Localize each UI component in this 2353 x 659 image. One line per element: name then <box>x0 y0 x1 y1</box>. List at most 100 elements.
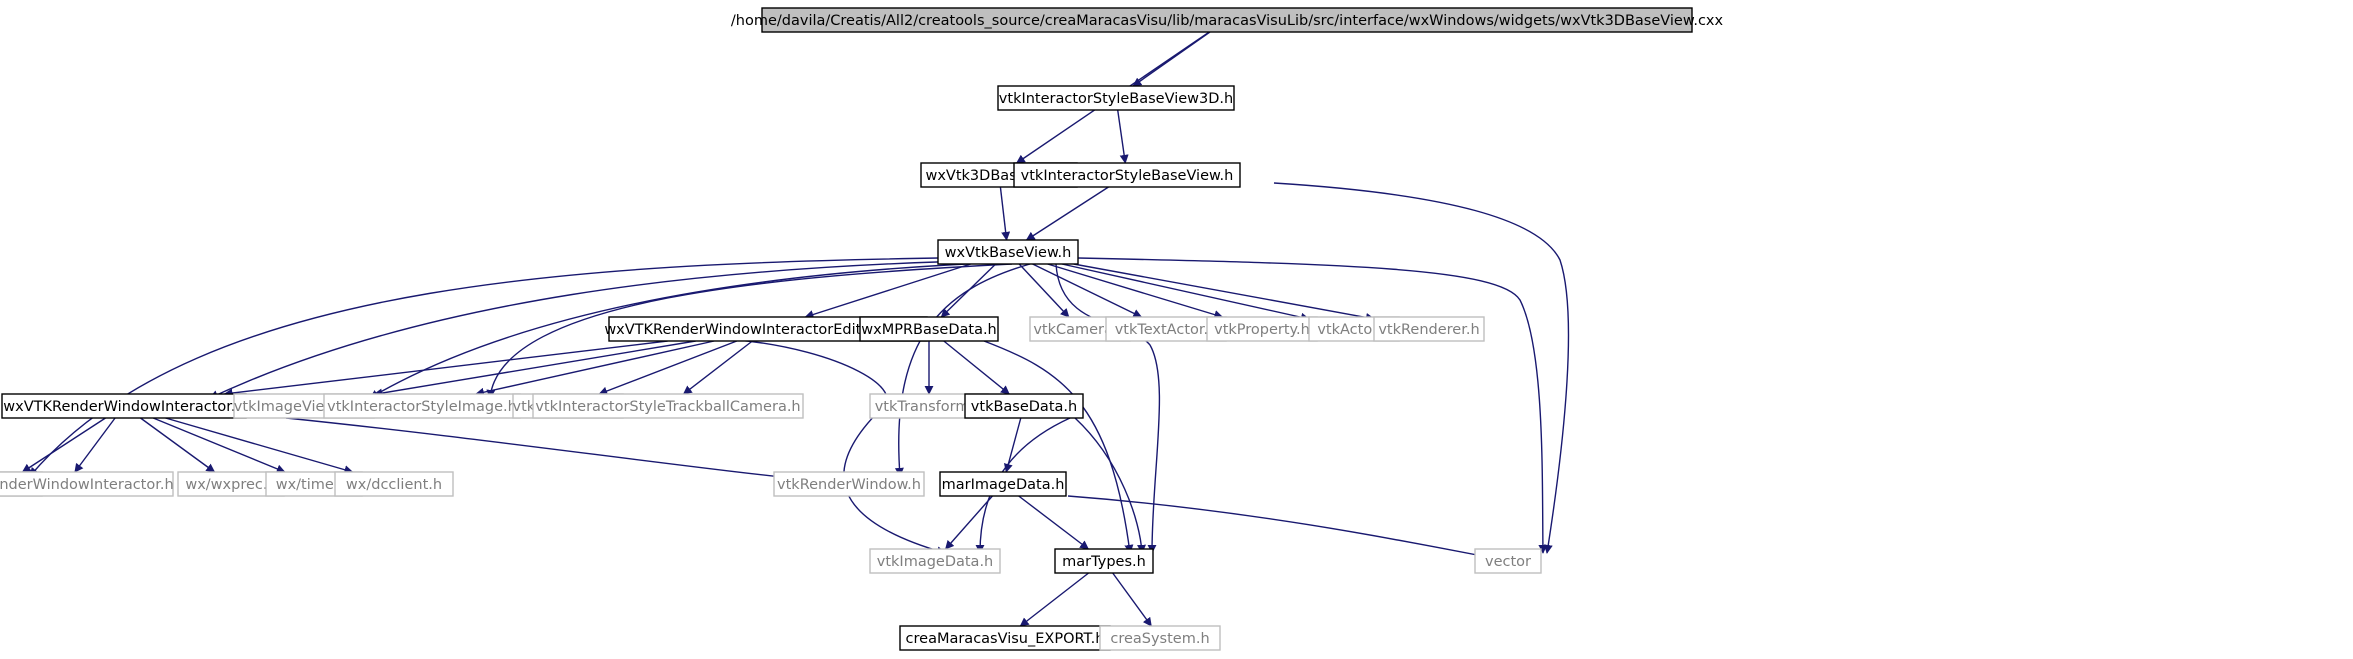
node-styleBase[interactable]: vtkInteractorStyleBaseView.h <box>1013 162 1241 188</box>
node-label: wx/wxprec.h <box>185 477 276 493</box>
edge-rwi-to-wxh <box>21 417 106 473</box>
node-label: vtkInteractorStyleBaseView.h <box>1021 168 1234 184</box>
node-box <box>869 548 1001 574</box>
node-box <box>997 85 1235 111</box>
node-label: vector <box>1485 554 1531 570</box>
edge-editContour-to-vtkCommand <box>598 340 738 396</box>
node-wxVtkBaseView[interactable]: wxVtkBaseView.h <box>937 239 1079 265</box>
node-label: vtkRenderer.h <box>1378 322 1479 338</box>
node-label: vtkCamera.h <box>1033 322 1126 338</box>
node-export[interactable]: creaMaracasVisu_EXPORT.h <box>899 625 1111 651</box>
node-box <box>939 471 1067 497</box>
node-box <box>1105 316 1227 342</box>
edge-marTypes-to-creaSystem <box>1112 572 1152 627</box>
node-marTypes[interactable]: marTypes.h <box>1054 548 1154 574</box>
node-label: vtkInteractorStyleBaseView3D.h <box>999 91 1233 107</box>
edge-marImageData-to-vtkImageData <box>945 495 993 550</box>
node-box <box>761 7 1693 33</box>
edge-styleBase3D-to-styleBase <box>1117 109 1129 164</box>
edge-editContour-to-vtkImageData <box>737 339 946 556</box>
node-root[interactable]: /home/davila/Creatis/All2/creatools_sour… <box>731 7 1724 33</box>
edge-editContour-to-imageViewer2 <box>373 340 696 398</box>
node-box <box>1206 316 1318 342</box>
node-label: creaSystem.h <box>1110 631 1209 647</box>
node-label: wxVTKRenderWindowInteractorEditContour.h <box>604 322 931 338</box>
node-box <box>1 393 247 419</box>
nodes-layer: /home/davila/Creatis/All2/creatools_sour… <box>0 7 1724 651</box>
node-box <box>1099 625 1221 651</box>
edge-marTypes-to-export <box>1019 572 1090 627</box>
node-box <box>937 239 1079 265</box>
node-box <box>532 393 804 419</box>
edge-marImageData-to-marTypes <box>1018 495 1090 550</box>
edge-rwi-to-wxprec <box>140 417 216 473</box>
edge-editContour-to-trackball <box>682 340 753 395</box>
node-vtkRenderer: vtkRenderer.h <box>1373 316 1485 342</box>
node-box <box>334 471 454 497</box>
node-label: marImageData.h <box>942 477 1065 493</box>
node-label: vtkTransform.h <box>875 399 984 415</box>
edge-wxVtkBaseView-to-vector <box>1077 257 1548 554</box>
edge-root-to-styleBase3D <box>1132 31 1211 87</box>
node-box <box>859 316 999 342</box>
node-label: vtkRenderWindowInteractor.h <box>0 477 174 493</box>
edge-wxVtkBaseView-to-vtkTextActor <box>1032 263 1143 318</box>
node-label: vtkBaseData.h <box>971 399 1077 415</box>
node-creaSystem: creaSystem.h <box>1099 625 1221 651</box>
node-vtkTransform: vtkTransform.h <box>869 393 989 419</box>
node-label: wx/dcclient.h <box>346 477 442 493</box>
edge-wxVtkBaseView-to-renderWindow <box>894 263 1031 477</box>
node-vector: vector <box>1474 548 1542 574</box>
edge-wxVtkBaseView-to-marTypes <box>1055 263 1161 554</box>
edge-vtkBaseData-to-marTypes <box>1074 417 1146 554</box>
node-label: vtkInteractorStyleTrackballCamera.h <box>535 399 800 415</box>
edge-styleBase-to-wxVtkBaseView <box>1025 186 1109 241</box>
node-label: vtkInteractorStyleImage.h <box>327 399 517 415</box>
node-box <box>323 393 521 419</box>
node-box <box>1474 548 1542 574</box>
node-label: vtkActor.h <box>1317 322 1390 338</box>
edge-mprBaseData-to-vtkBaseData <box>943 340 1010 395</box>
edge-editContour-to-styleImage <box>475 340 715 397</box>
node-box <box>773 471 925 497</box>
edge-marImageData-to-vector <box>1067 495 1509 564</box>
node-styleImage: vtkInteractorStyleImage.h <box>323 393 521 419</box>
node-label: marTypes.h <box>1062 554 1146 570</box>
edge-wxVtkBaseView-to-vtkCamera <box>1018 263 1070 318</box>
node-dcclient: wx/dcclient.h <box>334 471 454 497</box>
node-label: wxVTKRenderWindowInteractor.h <box>3 399 244 415</box>
node-label: wx/timer.h <box>276 477 353 493</box>
edge-styleBase-to-vector <box>1273 182 1570 554</box>
node-mprBaseData[interactable]: wxMPRBaseData.h <box>859 316 999 342</box>
edge-rwi-to-timer <box>152 417 286 474</box>
node-label: wxMPRBaseData.h <box>861 322 997 338</box>
node-styleBase3D[interactable]: vtkInteractorStyleBaseView3D.h <box>997 85 1235 111</box>
node-vtkBaseData[interactable]: vtkBaseData.h <box>964 393 1084 419</box>
edge-wxVtkBaseView-to-vtkRenderer <box>1073 263 1375 322</box>
node-vtkRWI: vtkRenderWindowInteractor.h <box>0 471 174 497</box>
node-label: vtkRenderWindow.h <box>777 477 921 493</box>
node-box <box>1373 316 1485 342</box>
edge-mprBaseData-to-marTypes <box>983 340 1134 554</box>
node-trackball: vtkInteractorStyleTrackballCamera.h <box>532 393 804 419</box>
node-vtkTextActor: vtkTextActor.h <box>1105 316 1227 342</box>
node-rwi[interactable]: wxVTKRenderWindowInteractor.h <box>1 393 247 419</box>
node-label: wxVtkBaseView.h <box>945 245 1072 261</box>
node-label: creaMaracasVisu_EXPORT.h <box>906 631 1105 647</box>
edge-rwi-to-vtkRWI <box>74 417 116 473</box>
edge-wxVtk3DBaseView-to-wxVtkBaseView <box>999 186 1011 241</box>
edge-editContour-to-rwi <box>223 340 668 398</box>
node-marImageData[interactable]: marImageData.h <box>939 471 1067 497</box>
node-label: vtkProperty.h <box>1214 322 1310 338</box>
edge-wxVtkBaseView-to-wxh <box>29 256 1009 477</box>
node-box <box>0 471 174 497</box>
node-label: vtkImageData.h <box>877 554 994 570</box>
node-vtkProperty: vtkProperty.h <box>1206 316 1318 342</box>
node-label: /home/davila/Creatis/All2/creatools_sour… <box>731 13 1724 29</box>
node-box <box>1013 162 1241 188</box>
node-label: vtkTextActor.h <box>1115 322 1218 338</box>
node-vtkImageData: vtkImageData.h <box>869 548 1001 574</box>
node-renderWindow: vtkRenderWindow.h <box>773 471 925 497</box>
node-box <box>964 393 1084 419</box>
edge-wxVtkBaseView-to-vtkActor <box>1061 263 1310 322</box>
